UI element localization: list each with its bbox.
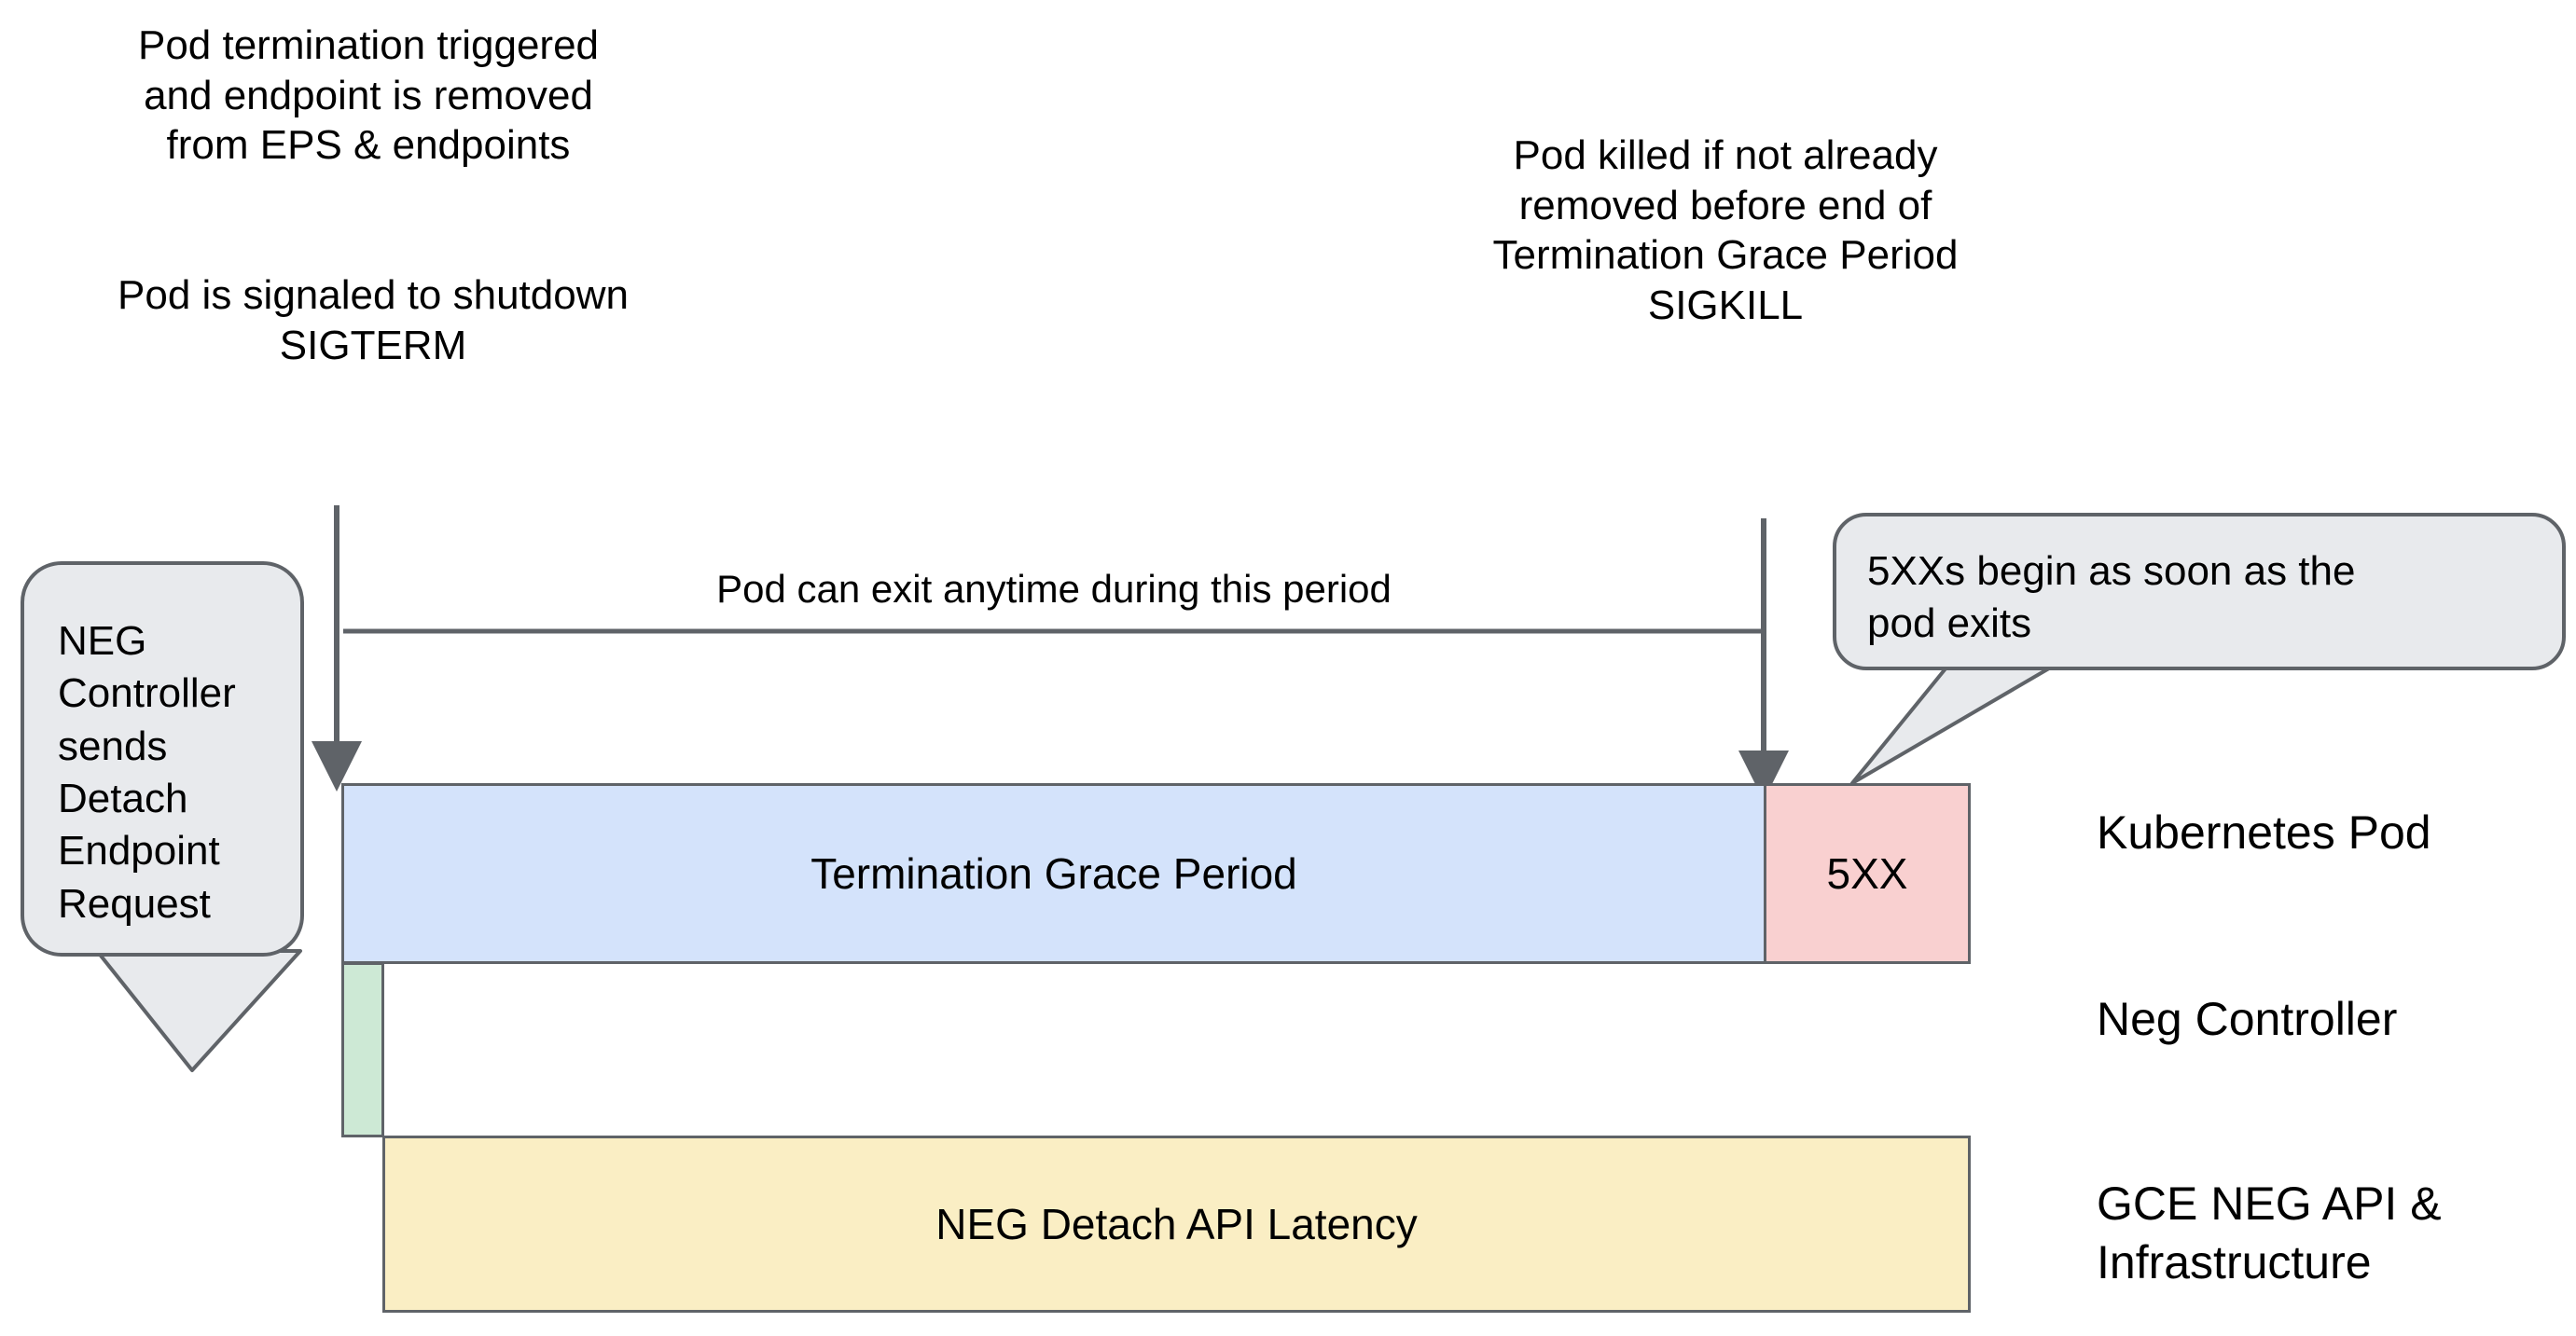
pod-exit-span-caption: Pod can exit anytime during this period [716,567,1392,611]
note-pod-signaled-shutdown: Pod is signaled to shutdown SIGTERM [118,272,629,368]
lane-label-kubernetes-pod: Kubernetes Pod [2097,806,2431,859]
note-pod-termination-triggered: Pod termination triggered and endpoint i… [137,22,600,169]
lane-label-neg-controller: Neg Controller [2097,993,2398,1045]
bar-5xx-label: 5XX [1826,848,1908,898]
callout-neg-controller-detach-label: NEG Controller sends Detach Endpoint Req… [58,618,236,927]
callout-right-tail [1850,651,2078,785]
bar-neg-detach-api-latency-label: NEG Detach API Latency [935,1199,1418,1248]
note-pod-killed-sigkill: Pod killed if not already removed before… [1492,132,1959,329]
bar-5xx[interactable]: 5XX [1764,783,1971,964]
callout-5xx-begin-label: 5XXs begin as soon as the pod exits [1867,548,2356,647]
lane-label-gce-neg-api: GCE NEG API & Infrastructure [2097,1178,2442,1288]
bar-termination-grace-period[interactable]: Termination Grace Period [341,783,1766,964]
bar-neg-detach-request[interactable] [341,962,384,1137]
callout-left-tail [95,949,302,1072]
bar-neg-detach-api-latency[interactable]: NEG Detach API Latency [382,1136,1971,1313]
bar-termination-grace-period-label: Termination Grace Period [810,848,1297,898]
